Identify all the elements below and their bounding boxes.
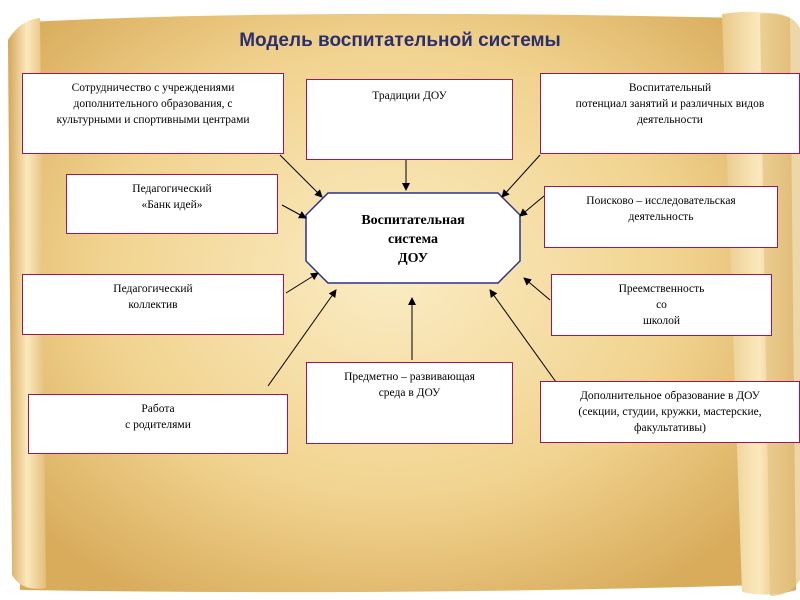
box-continuity-text: Преемственность со школой: [618, 283, 705, 327]
center-octagon: [305, 192, 521, 284]
arrow-from-additional-ed: [489, 289, 557, 383]
center-label: Воспитательная система ДОУ: [361, 213, 465, 266]
box-additional-ed: Дополнительное образование в ДОУ (секции…: [540, 381, 800, 443]
arrow-from-cooperation: [279, 154, 323, 198]
box-continuity: Преемственность со школой: [551, 274, 772, 336]
box-research: Поисково – исследовательская деятельност…: [544, 186, 778, 248]
arrow-from-ideas-bank: [281, 204, 307, 219]
box-cooperation: Сотрудничество с учреждениями дополнител…: [22, 73, 284, 154]
box-parents-text: Работа с родителями: [125, 403, 191, 431]
box-ideas-bank: Педагогический «Банк идей»: [66, 174, 278, 234]
arrow-from-potential: [501, 154, 541, 198]
arrow-from-parents: [267, 289, 337, 387]
arrow-from-research: [519, 195, 545, 217]
box-ped-team: Педагогический коллектив: [22, 274, 284, 335]
box-ideas-bank-text: Педагогический «Банк идей»: [132, 183, 212, 211]
box-parents: Работа с родителями: [28, 394, 288, 454]
box-environment-text: Предметно – развивающая среда в ДОУ: [344, 371, 475, 399]
page-title: Модель воспитательной системы: [239, 30, 561, 51]
arrow-from-continuity: [523, 277, 551, 301]
box-research-text: Поисково – исследовательская деятельност…: [586, 195, 736, 223]
box-potential-text: Воспитательный потенциал занятий и разли…: [575, 82, 765, 126]
box-traditions-text: Традиции ДОУ: [372, 90, 447, 102]
box-additional-ed-text: Дополнительное образование в ДОУ (секции…: [578, 390, 762, 434]
arrow-from-ped-team: [285, 272, 319, 294]
box-ped-team-text: Педагогический коллектив: [113, 283, 193, 311]
box-potential: Воспитательный потенциал занятий и разли…: [540, 73, 800, 154]
box-environment: Предметно – развивающая среда в ДОУ: [306, 362, 513, 444]
box-traditions: Традиции ДОУ: [306, 79, 513, 160]
box-cooperation-text: Сотрудничество с учреждениями дополнител…: [56, 82, 250, 126]
